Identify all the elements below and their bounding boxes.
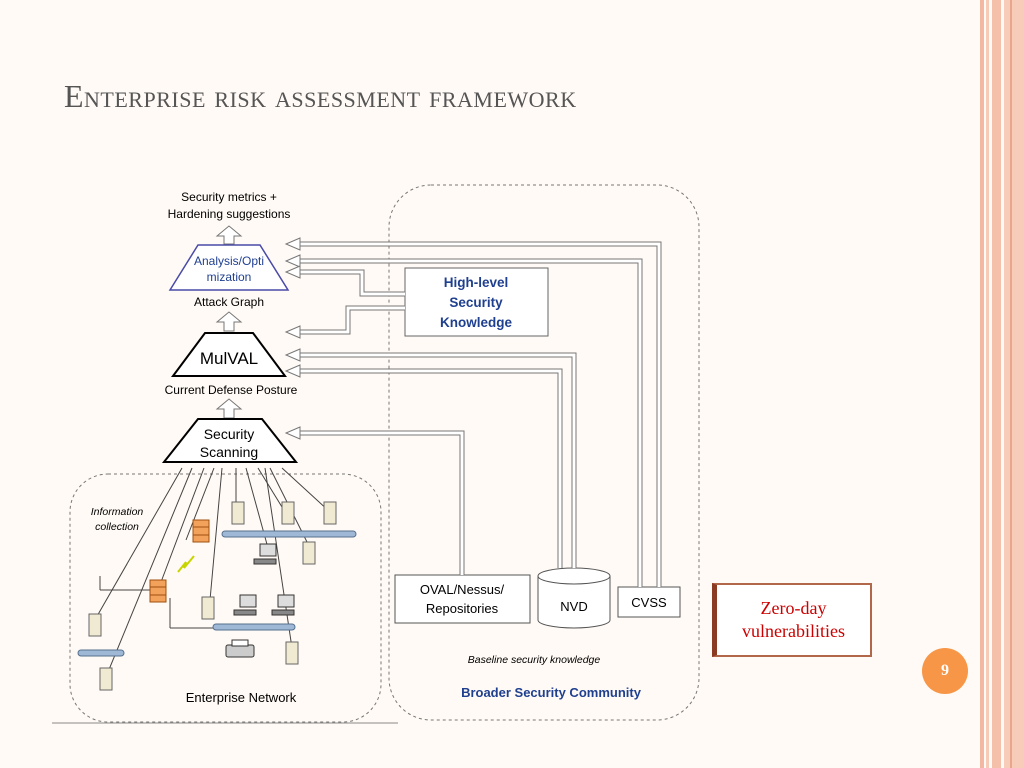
printer-icon — [225, 639, 255, 658]
server-icon — [302, 541, 316, 565]
server-icon — [281, 501, 295, 525]
oval-label-1: OVAL/Nessus/ — [420, 582, 505, 597]
collection-lines — [95, 467, 331, 673]
cvss-box — [617, 586, 681, 618]
knowledge-label-2: Security — [449, 295, 503, 310]
analysis-label-2: mization — [207, 270, 252, 284]
scanning-label-2: Scanning — [200, 444, 258, 460]
info-collection-label-2: collection — [95, 521, 139, 533]
mulval-shape — [171, 332, 287, 377]
server-icon — [201, 596, 215, 620]
community-boundary — [388, 184, 700, 721]
cvss-label: CVSS — [631, 595, 667, 610]
firewall-icon — [149, 579, 167, 603]
network-buses — [77, 530, 357, 657]
computer-icon — [271, 594, 295, 616]
page-number-badge: 9 — [922, 648, 968, 694]
output-label-1: Security metrics + — [181, 190, 277, 204]
analysis-label-1: Analysis/Opti — [194, 254, 264, 268]
zero-day-line-1: Zero-day — [760, 598, 827, 618]
security-scanning-shape — [161, 418, 299, 463]
community-label: Broader Security Community — [461, 685, 642, 700]
up-arrow-posture — [215, 398, 243, 419]
server-icon — [99, 667, 113, 691]
server-icon — [88, 613, 102, 637]
knowledge-label-3: Knowledge — [440, 315, 512, 330]
nvd-label: NVD — [560, 599, 587, 614]
enterprise-network-boundary — [69, 473, 382, 723]
info-collection-label-1: Information — [91, 506, 144, 518]
nvd-cylinder — [537, 576, 611, 629]
zero-day-callout: Zero-day vulnerabilities — [712, 583, 872, 657]
up-arrow-attack-graph — [215, 311, 243, 332]
server-icon — [231, 501, 245, 525]
server-icon — [285, 641, 299, 665]
baseline-label: Baseline security knowledge — [468, 654, 601, 666]
high-level-knowledge-box — [404, 267, 549, 337]
slide-title: Enterprise risk assessment framework — [64, 78, 577, 114]
computer-icon — [233, 594, 257, 616]
lightning-icon — [177, 555, 195, 573]
scanning-label-1: Security — [204, 426, 255, 442]
enterprise-network-label: Enterprise Network — [186, 690, 297, 705]
edge-stripe-3 — [992, 0, 1001, 768]
server-icon — [323, 501, 337, 525]
edge-stripe-4 — [1004, 0, 1024, 768]
attack-graph-label: Attack Graph — [194, 295, 264, 309]
knowledge-label-1: High-level — [444, 275, 509, 290]
firewall-icon — [192, 519, 210, 543]
analysis-optimization-shape — [168, 244, 290, 291]
edge-stripe-5 — [1010, 0, 1012, 768]
oval-label-2: Repositories — [426, 601, 499, 616]
oval-nessus-box — [394, 574, 531, 624]
computer-icon — [253, 543, 277, 565]
edge-stripe-2 — [986, 0, 989, 768]
defense-posture-label: Current Defense Posture — [165, 383, 298, 397]
up-arrow-output — [215, 225, 243, 245]
zero-day-line-2: vulnerabilities — [742, 621, 845, 641]
edge-stripe-1 — [980, 0, 984, 768]
output-label-2: Hardening suggestions — [168, 207, 291, 221]
nvd-cylinder-top — [537, 567, 611, 585]
mulval-label: MulVAL — [200, 349, 258, 368]
